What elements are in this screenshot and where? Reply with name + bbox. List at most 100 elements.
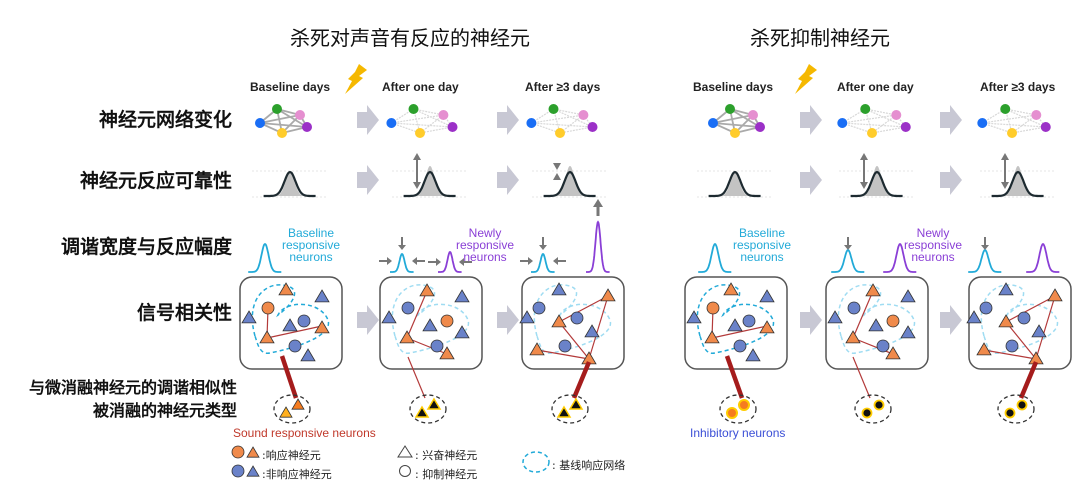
ablated-neuron bbox=[426, 397, 442, 410]
stage-label: After ≥3 days bbox=[525, 80, 601, 94]
arrow-head bbox=[1001, 182, 1009, 189]
arrow-head bbox=[860, 182, 868, 189]
network-node bbox=[277, 128, 287, 138]
stage-arrow-icon bbox=[497, 305, 519, 335]
stage-arrow-icon bbox=[497, 105, 519, 135]
legend-sep: : bbox=[262, 449, 266, 462]
neuron-circle bbox=[1017, 311, 1031, 325]
similarity-link bbox=[724, 355, 745, 399]
network-node bbox=[526, 118, 537, 128]
network-edge bbox=[391, 122, 453, 128]
network-node bbox=[891, 110, 902, 120]
network-edge bbox=[553, 108, 593, 128]
network-node bbox=[447, 122, 458, 132]
neuron-triangle bbox=[529, 342, 545, 356]
stage-label: After one day bbox=[382, 80, 459, 94]
neuron-triangle bbox=[454, 289, 470, 303]
neuron-circle bbox=[440, 314, 454, 328]
neuron-circle bbox=[979, 301, 993, 315]
tuning-curve bbox=[698, 242, 732, 273]
network-edge bbox=[531, 122, 593, 128]
neuron-triangle bbox=[1047, 288, 1063, 302]
network-edge bbox=[865, 108, 897, 116]
neuron-triangle bbox=[727, 318, 743, 332]
ablated-neuron bbox=[556, 405, 572, 418]
tuning-curve bbox=[390, 252, 414, 273]
legend-responsive: :响应神经元 bbox=[262, 447, 321, 463]
neuron-circle bbox=[231, 464, 245, 478]
legend-text: 抑制神经元 bbox=[422, 468, 478, 481]
neuron-triangle bbox=[282, 318, 298, 332]
network-node bbox=[977, 118, 988, 128]
neuron-circle bbox=[430, 339, 444, 353]
correlation-line bbox=[406, 290, 428, 339]
reliability-variance-band bbox=[268, 172, 311, 196]
tuning-curve bbox=[586, 220, 610, 273]
arrow-head bbox=[593, 199, 603, 207]
reliability-variance-band bbox=[408, 166, 451, 196]
ablated-neuron bbox=[1004, 407, 1016, 419]
neuron-circle bbox=[706, 301, 720, 315]
neuron-triangle bbox=[759, 320, 775, 334]
neuron-triangle bbox=[314, 320, 330, 334]
network-edge bbox=[842, 122, 906, 128]
neuron-circle bbox=[401, 301, 415, 315]
network-edge bbox=[259, 122, 308, 128]
neuron-triangle bbox=[900, 325, 916, 339]
network-edge bbox=[712, 122, 761, 128]
neuron-triangle bbox=[259, 330, 275, 344]
neuron-circle bbox=[1005, 339, 1019, 353]
neuron-triangle bbox=[745, 348, 761, 362]
ablated-neuron bbox=[568, 397, 584, 410]
neuron-triangle bbox=[399, 330, 415, 344]
correlation-line bbox=[588, 295, 609, 360]
row-label-ablated-type: 被消融的神经元类型 bbox=[92, 401, 237, 420]
row-label-reliability: 神经元反应可靠性 bbox=[79, 170, 232, 192]
network-edge bbox=[871, 126, 906, 134]
neuron-triangle bbox=[519, 310, 535, 324]
stage-arrow-icon bbox=[800, 165, 822, 195]
correlation-line bbox=[983, 349, 1037, 360]
neuron-triangle bbox=[827, 310, 843, 324]
neuron-circle bbox=[558, 339, 572, 353]
tuning-curve bbox=[438, 250, 462, 273]
neuron-triangle bbox=[241, 310, 257, 324]
network-node bbox=[730, 128, 740, 138]
stage-arrow-icon bbox=[497, 165, 519, 195]
arrow-head bbox=[398, 245, 406, 250]
similarity-link bbox=[571, 361, 592, 399]
neuron-triangle bbox=[966, 310, 982, 324]
network-node bbox=[272, 104, 282, 114]
neuron-triangle bbox=[845, 330, 861, 344]
neuron-triangle bbox=[278, 282, 294, 296]
correlation-line bbox=[852, 290, 874, 339]
similarity-link bbox=[407, 356, 426, 399]
tuning-curve bbox=[531, 252, 555, 273]
legend-excitatory: : 兴奋神经元 bbox=[415, 447, 477, 463]
neuron-triangle bbox=[454, 325, 470, 339]
ablated-group-outline bbox=[854, 394, 892, 424]
reliability-curve bbox=[991, 170, 1044, 198]
network-node bbox=[255, 118, 265, 128]
network-edge bbox=[982, 122, 1046, 128]
reliability-curve bbox=[403, 170, 456, 198]
legend-excitatory-icon bbox=[397, 445, 413, 458]
ablated-group-outline bbox=[997, 394, 1035, 424]
neuron-triangle bbox=[584, 324, 600, 338]
stage-label: After ≥3 days bbox=[980, 80, 1056, 94]
correlation-line bbox=[558, 295, 609, 323]
arrow-head bbox=[412, 257, 417, 265]
stage-arrow-icon bbox=[940, 305, 962, 335]
neuron-triangle bbox=[998, 282, 1014, 296]
network-node bbox=[548, 104, 559, 114]
arrow-head bbox=[981, 245, 989, 250]
note-line: neurons bbox=[911, 250, 955, 264]
neuron-triangle bbox=[976, 342, 992, 356]
note-line: responsive bbox=[732, 238, 792, 252]
network-edge bbox=[531, 122, 561, 134]
legend-inhibitory-icon bbox=[399, 465, 411, 477]
arrow-head bbox=[387, 257, 392, 265]
neuron-triangle bbox=[246, 446, 260, 458]
legend-text: 基线响应网络 bbox=[559, 459, 626, 472]
